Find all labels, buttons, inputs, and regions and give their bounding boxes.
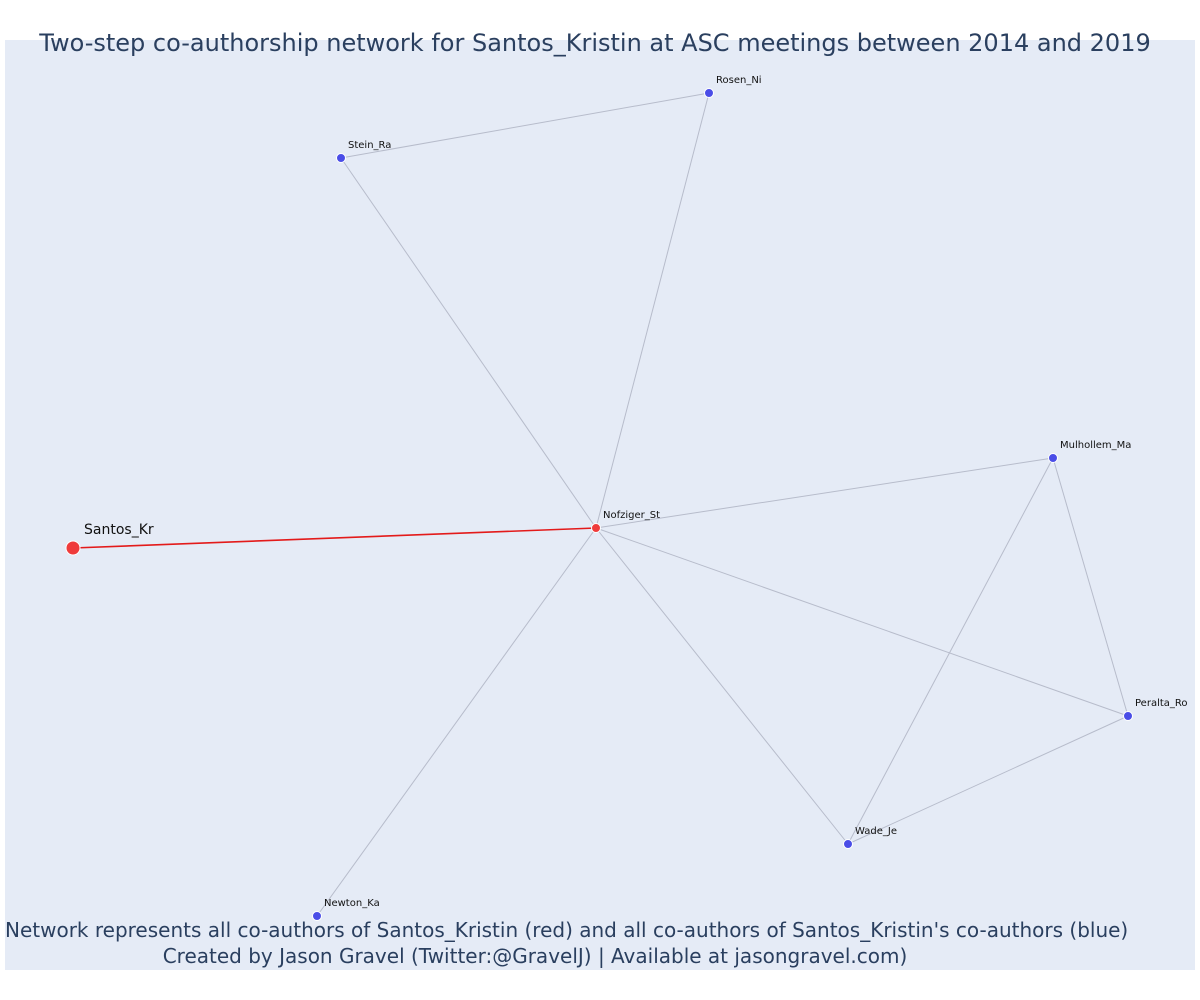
node-label-newton_ka: Newton_Ka (324, 898, 380, 909)
node-peralta_ro[interactable] (1123, 711, 1133, 721)
edge-mulhollem_ma-wade_je (847, 457, 1054, 845)
edges-layer (72, 92, 1129, 917)
edge-peralta_ro-wade_je (847, 715, 1129, 845)
node-rosen_ni[interactable] (704, 88, 714, 98)
network-plot-area (5, 40, 1195, 970)
edge-nofziger_st-rosen_ni (595, 92, 710, 529)
chart-caption: Network represents all co-authors of San… (5, 917, 1129, 969)
node-wade_je[interactable] (843, 839, 853, 849)
node-label-mulhollem_ma: Mulhollem_Ma (1060, 440, 1131, 451)
labels-layer: Santos_Kr Nofziger_St Rosen_NiStein_RaMulh… (84, 75, 1188, 909)
node-label-peralta_ro: Peralta_Ro (1135, 698, 1188, 709)
edge-nofziger_st-wade_je (595, 527, 849, 845)
node-label-wade_je: Wade_Je (855, 826, 897, 837)
edge-nofziger_st-newton_ka (316, 527, 597, 917)
node-label-rosen_ni: Rosen_Ni (716, 75, 762, 86)
node-nofziger_st[interactable] (591, 523, 601, 533)
node-label-santos_kr: Santos_Kr (84, 522, 154, 538)
edge-nofziger_st-mulhollem_ma (595, 457, 1054, 529)
edge-nofziger_st-peralta_ro (595, 527, 1129, 717)
node-label-stein_ra: Stein_Ra (348, 140, 391, 151)
chart-title: Two-step co-authorship network for Santo… (39, 29, 1151, 57)
caption-line-1: Network represents all co-authors of San… (5, 918, 1129, 942)
node-mulhollem_ma[interactable] (1048, 453, 1058, 463)
edge-rosen_ni-stein_ra (340, 92, 710, 159)
edge-mulhollem_ma-peralta_ro (1052, 457, 1129, 717)
node-stein_ra[interactable] (336, 153, 346, 163)
node-label-nofziger_st: Nofziger_St (603, 510, 660, 521)
node-newton_ka[interactable] (312, 911, 322, 921)
edge-nofziger_st-stein_ra (340, 157, 597, 529)
edge-santos_kr-nofziger_st (72, 527, 597, 549)
caption-line-2: Created by Jason Gravel (Twitter:@Gravel… (162, 944, 908, 968)
node-santos_kr[interactable] (65, 540, 81, 556)
nodes-layer (65, 88, 1133, 921)
